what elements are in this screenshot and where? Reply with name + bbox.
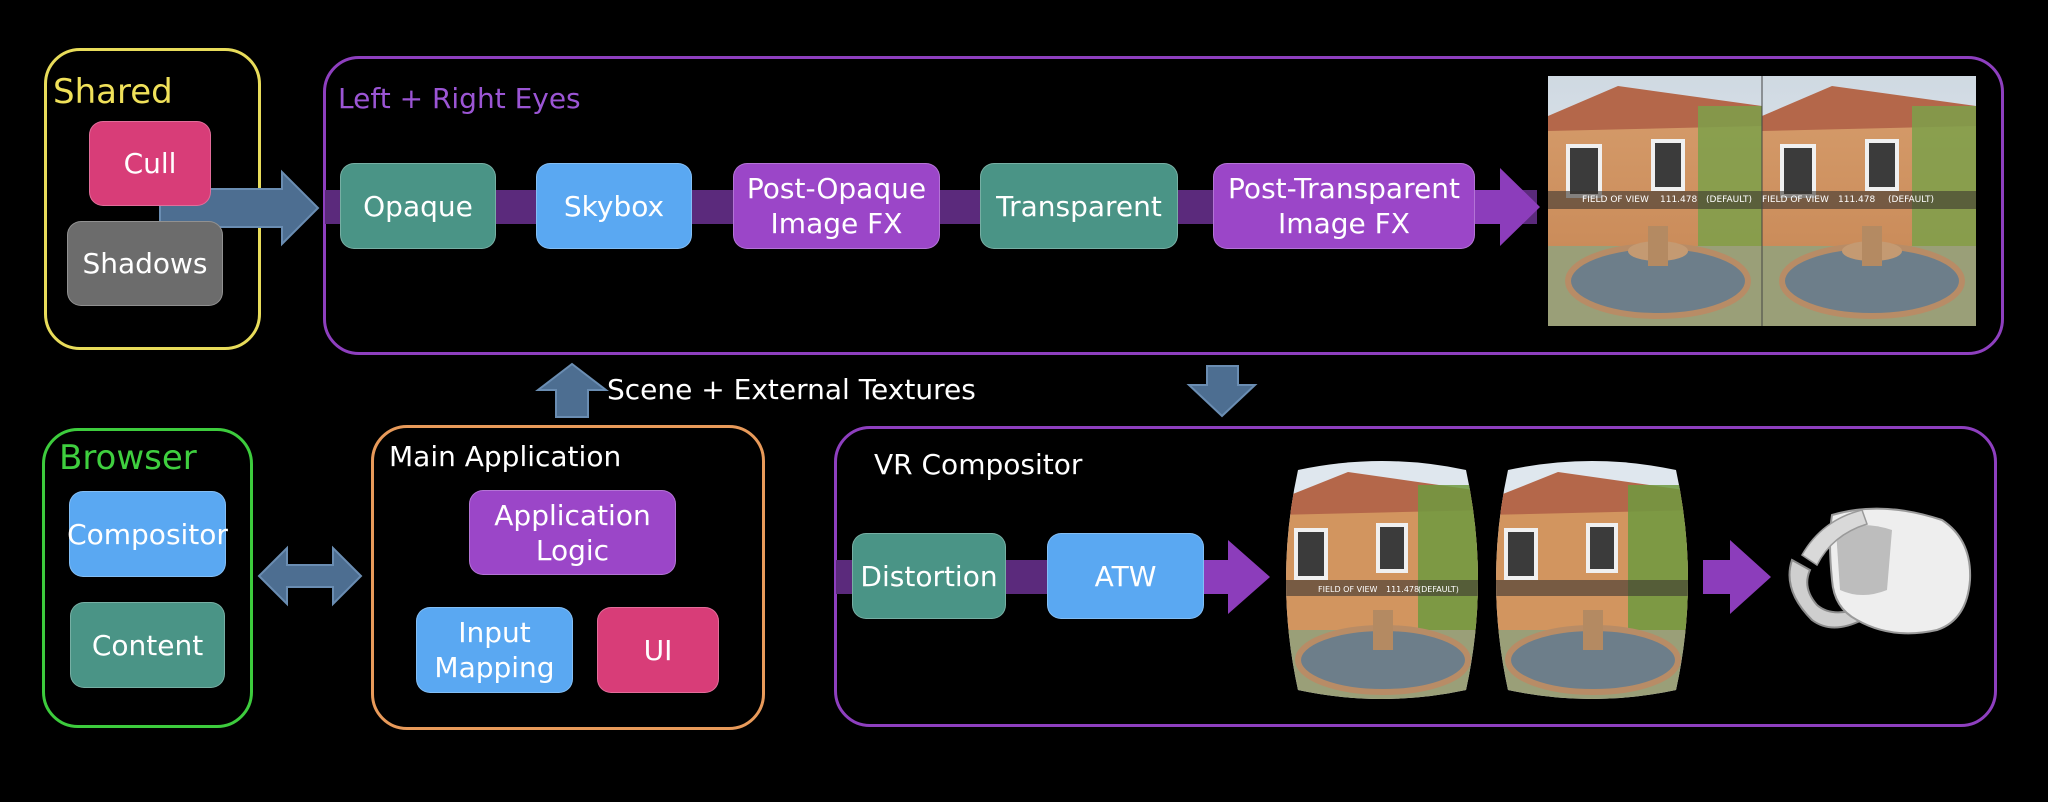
application-logic-box: Application Logic [469,490,676,575]
stage-transparent: Transparent [980,163,1178,249]
browser-compositor-box: Compositor [67,491,228,577]
distortion-box: Distortion [852,533,1006,619]
preview-right-hud-c: (DEFAULT) [1888,195,1934,205]
stereo-preview-image: FIELD OF VIEW 111.478 (DEFAULT) FIELD OF… [1548,76,1976,326]
vr-headset-icon [1788,507,1972,635]
arrow-down-icon [1186,365,1258,418]
distorted-hud-b: 111.478 [1386,585,1419,594]
distorted-hud-a: FIELD OF VIEW [1318,585,1378,594]
browser-panel [42,428,253,728]
arrow-right-icon [1200,540,1270,614]
distorted-preview-image: FIELD OF VIEW 111.478 (DEFAULT) [1278,460,1696,700]
scene-textures-label: Scene + External Textures [607,373,976,406]
preview-right-hud-a: FIELD OF VIEW [1762,195,1829,205]
arrow-right-icon [1470,168,1540,246]
arrow-up-icon [535,362,609,418]
stage-post-transparent-fx: Post-Transparent Image FX [1213,163,1475,249]
preview-right-hud-b: 111.478 [1838,195,1875,205]
stage-opaque: Opaque [340,163,496,249]
stage-post-opaque-fx: Post-Opaque Image FX [733,163,940,249]
atw-box: ATW [1047,533,1204,619]
preview-left-hud-c: (DEFAULT) [1706,195,1752,205]
vr-panel [834,426,1997,727]
arrow-right-icon [1530,168,1540,172]
browser-title: Browser [59,438,197,478]
shared-title: Shared [53,72,173,112]
shadows-box: Shadows [67,221,223,306]
eyes-title: Left + Right Eyes [338,82,581,115]
double-arrow-icon [257,545,363,607]
stage-skybox: Skybox [536,163,692,249]
preview-left-hud-a: FIELD OF VIEW [1582,195,1649,205]
main-app-panel [371,425,765,730]
eyes-panel [323,56,2004,355]
vr-title: VR Compositor [874,448,1083,481]
main-app-title: Main Application [389,440,622,473]
cull-box: Cull [89,121,211,206]
browser-content-box: Content [70,602,225,688]
distorted-hud-c: (DEFAULT) [1418,585,1459,594]
ui-box: UI [597,607,719,693]
preview-left-hud-b: 111.478 [1660,195,1697,205]
arrow-right-icon [1703,540,1771,614]
input-mapping-box: Input Mapping [416,607,573,693]
